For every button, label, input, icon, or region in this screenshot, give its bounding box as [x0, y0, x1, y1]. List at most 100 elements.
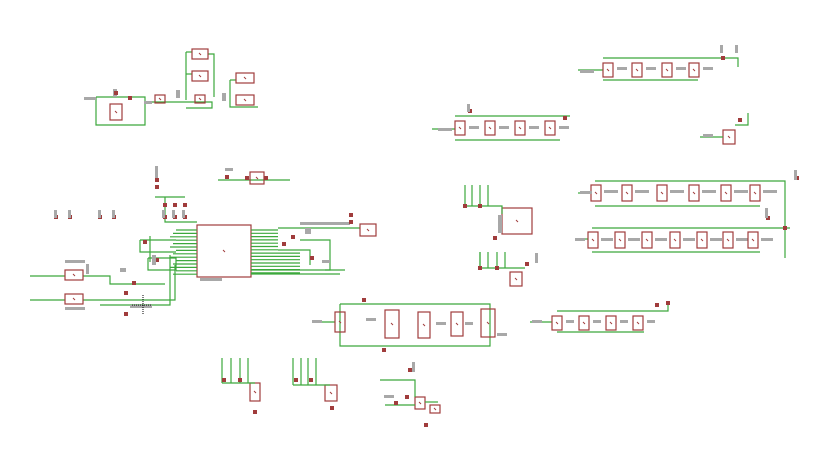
- component-symbol[interactable]: [480, 308, 496, 338]
- net-label: [535, 253, 538, 263]
- component-symbol[interactable]: [359, 223, 377, 237]
- junction-pin: [309, 378, 313, 382]
- component-symbol[interactable]: [578, 315, 590, 331]
- net-label: [84, 97, 96, 100]
- net-label: [98, 210, 101, 218]
- component-origin-mark: [692, 68, 696, 72]
- component-symbol[interactable]: [587, 231, 599, 249]
- component-origin-mark: [751, 238, 755, 242]
- component-symbol[interactable]: [191, 48, 209, 60]
- net-label: [65, 307, 85, 310]
- component-origin-mark: [727, 135, 731, 139]
- wire[interactable]: [735, 113, 749, 126]
- wire[interactable]: [479, 252, 525, 269]
- wire[interactable]: [164, 197, 197, 223]
- component-symbol[interactable]: [191, 70, 209, 82]
- component-symbol[interactable]: [551, 315, 563, 331]
- component-symbol[interactable]: [235, 94, 255, 106]
- component-symbol[interactable]: [621, 184, 633, 202]
- component-symbol[interactable]: [747, 231, 759, 249]
- wire[interactable]: [100, 255, 171, 306]
- net-label: [575, 238, 585, 241]
- component-origin-mark: [418, 401, 422, 405]
- wire[interactable]: [595, 180, 786, 258]
- component-symbol[interactable]: [154, 94, 166, 104]
- wire[interactable]: [465, 205, 503, 214]
- net-label: [580, 70, 594, 73]
- wire[interactable]: [557, 305, 669, 312]
- net-label: [765, 208, 768, 218]
- component-origin-mark: [222, 249, 226, 253]
- component-symbol[interactable]: [605, 315, 617, 331]
- component-symbol[interactable]: [196, 224, 252, 278]
- component-symbol[interactable]: [64, 269, 84, 281]
- component-symbol[interactable]: [384, 309, 400, 339]
- component-symbol[interactable]: [417, 311, 431, 339]
- net-label: [703, 134, 713, 137]
- component-origin-mark: [645, 238, 649, 242]
- net-label: [305, 228, 311, 234]
- junction-pin: [173, 203, 177, 207]
- net-label: [703, 67, 713, 70]
- junction-pin: [738, 118, 742, 122]
- component-symbol[interactable]: [334, 311, 346, 333]
- component-symbol[interactable]: [602, 62, 614, 78]
- net-label: [628, 238, 640, 241]
- wire[interactable]: [229, 80, 258, 108]
- component-symbol[interactable]: [632, 315, 644, 331]
- component-origin-mark: [700, 238, 704, 242]
- junction-pin: [225, 175, 229, 179]
- wire[interactable]: [95, 96, 146, 126]
- component-symbol[interactable]: [64, 293, 84, 305]
- net-label: [647, 320, 655, 323]
- net-label: [436, 322, 446, 325]
- net-label: [497, 333, 507, 336]
- component-symbol[interactable]: [722, 231, 734, 249]
- net-label: [670, 190, 684, 193]
- wire[interactable]: [120, 265, 176, 301]
- wire[interactable]: [83, 275, 165, 285]
- component-symbol[interactable]: [696, 231, 708, 249]
- wire[interactable]: [139, 240, 176, 253]
- net-label: [702, 190, 716, 193]
- net-label: [604, 190, 618, 193]
- component-symbol[interactable]: [614, 231, 626, 249]
- component-symbol[interactable]: [194, 94, 206, 104]
- junction-pin: [245, 176, 249, 180]
- component-symbol[interactable]: [631, 62, 643, 78]
- component-symbol[interactable]: [669, 231, 681, 249]
- component-symbol[interactable]: [656, 184, 668, 202]
- wire[interactable]: [147, 257, 177, 271]
- net-label: [112, 210, 115, 218]
- junction-pin: [424, 423, 428, 427]
- component-origin-mark: [724, 191, 728, 195]
- junction-pin: [264, 176, 268, 180]
- component-symbol[interactable]: [450, 311, 464, 337]
- component-symbol[interactable]: [720, 184, 732, 202]
- component-symbol[interactable]: [514, 120, 526, 136]
- component-symbol[interactable]: [414, 396, 426, 410]
- component-symbol[interactable]: [235, 72, 255, 84]
- component-symbol[interactable]: [688, 184, 700, 202]
- wire[interactable]: [208, 53, 215, 97]
- net-label: [683, 238, 695, 241]
- component-symbol[interactable]: [109, 103, 123, 121]
- component-symbol[interactable]: [509, 271, 523, 287]
- junction-pin: [783, 226, 787, 230]
- component-symbol[interactable]: [641, 231, 653, 249]
- component-symbol[interactable]: [661, 62, 673, 78]
- component-symbol[interactable]: [688, 62, 700, 78]
- net-label: [532, 320, 542, 323]
- component-symbol[interactable]: [749, 184, 761, 202]
- wire[interactable]: [603, 57, 739, 67]
- wire[interactable]: [145, 101, 213, 109]
- component-symbol[interactable]: [544, 120, 556, 136]
- wire[interactable]: [300, 239, 331, 271]
- component-symbol[interactable]: [484, 120, 496, 136]
- net-label: [593, 320, 601, 323]
- wire[interactable]: [380, 379, 416, 397]
- component-symbol[interactable]: [429, 404, 441, 414]
- component-symbol[interactable]: [454, 120, 466, 136]
- component-symbol[interactable]: [324, 384, 338, 402]
